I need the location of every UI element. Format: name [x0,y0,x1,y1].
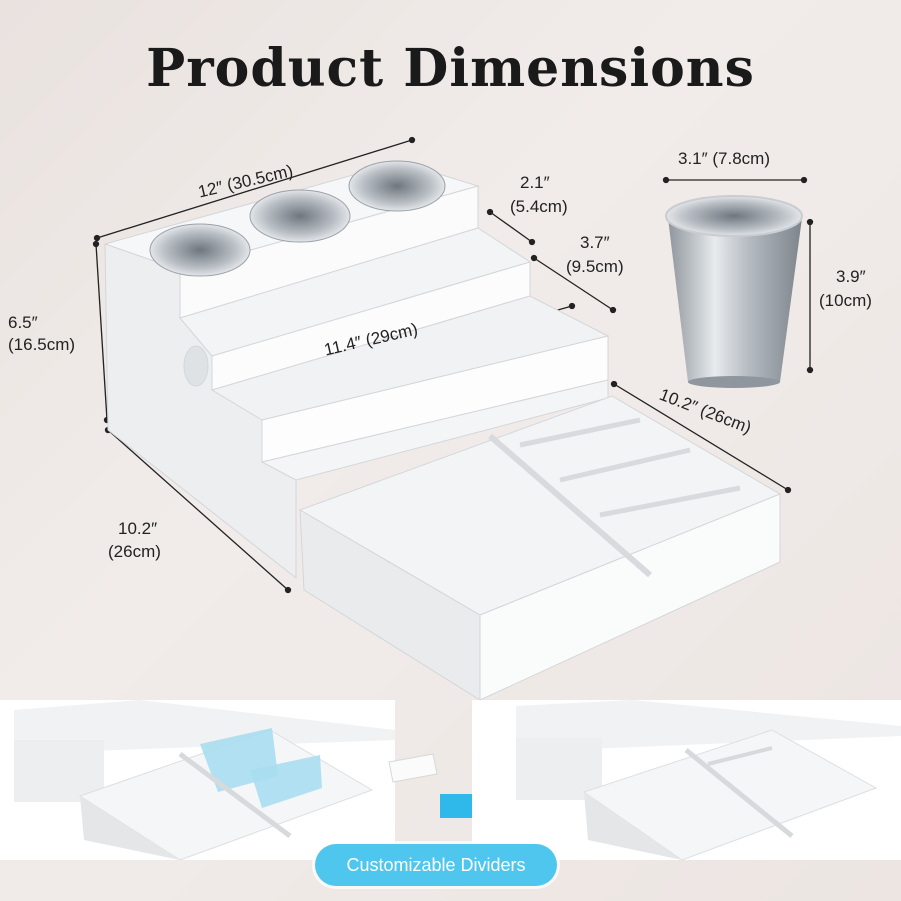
dimension-line-top-width [93,136,416,242]
label-depth-left-in: 10.2″ [118,519,158,538]
customizable-dividers-badge: Customizable Dividers [315,844,557,886]
label-step-height-in: 3.7″ [580,233,610,252]
dimension-line-step-depth [486,208,536,246]
dimension-line-cup-diameter [662,176,808,184]
label-cup-height-cm: (10cm) [819,291,872,310]
drawer-with-dividers [14,700,395,861]
organizer-illustration [92,136,814,700]
dimension-line-height [92,240,111,424]
dimension-line-step-height [530,254,617,314]
label-height-in: 6.5″ [8,313,38,332]
label-step-depth-cm: (5.4cm) [510,197,568,216]
dimension-line-cup-height [806,218,814,374]
label-step-depth-in: 2.1″ [520,173,550,192]
label-height-cm: (16.5cm) [8,335,76,354]
loose-divider [388,753,438,783]
label-step-height-cm: (9.5cm) [566,257,624,276]
cup-holes [149,160,446,277]
label-cup-diameter: 3.1″ (7.8cm) [678,149,770,168]
label-depth-left-cm: (26cm) [108,542,161,561]
drawer-rearranged [516,700,901,861]
dimension-line-depth-right [610,380,792,494]
organizer-body [103,161,782,700]
label-cup-height-in: 3.9″ [836,267,866,286]
steel-cup [665,195,803,388]
page-title: Product Dimensions [146,38,755,99]
before-panel [0,700,395,861]
after-panel [472,700,901,861]
